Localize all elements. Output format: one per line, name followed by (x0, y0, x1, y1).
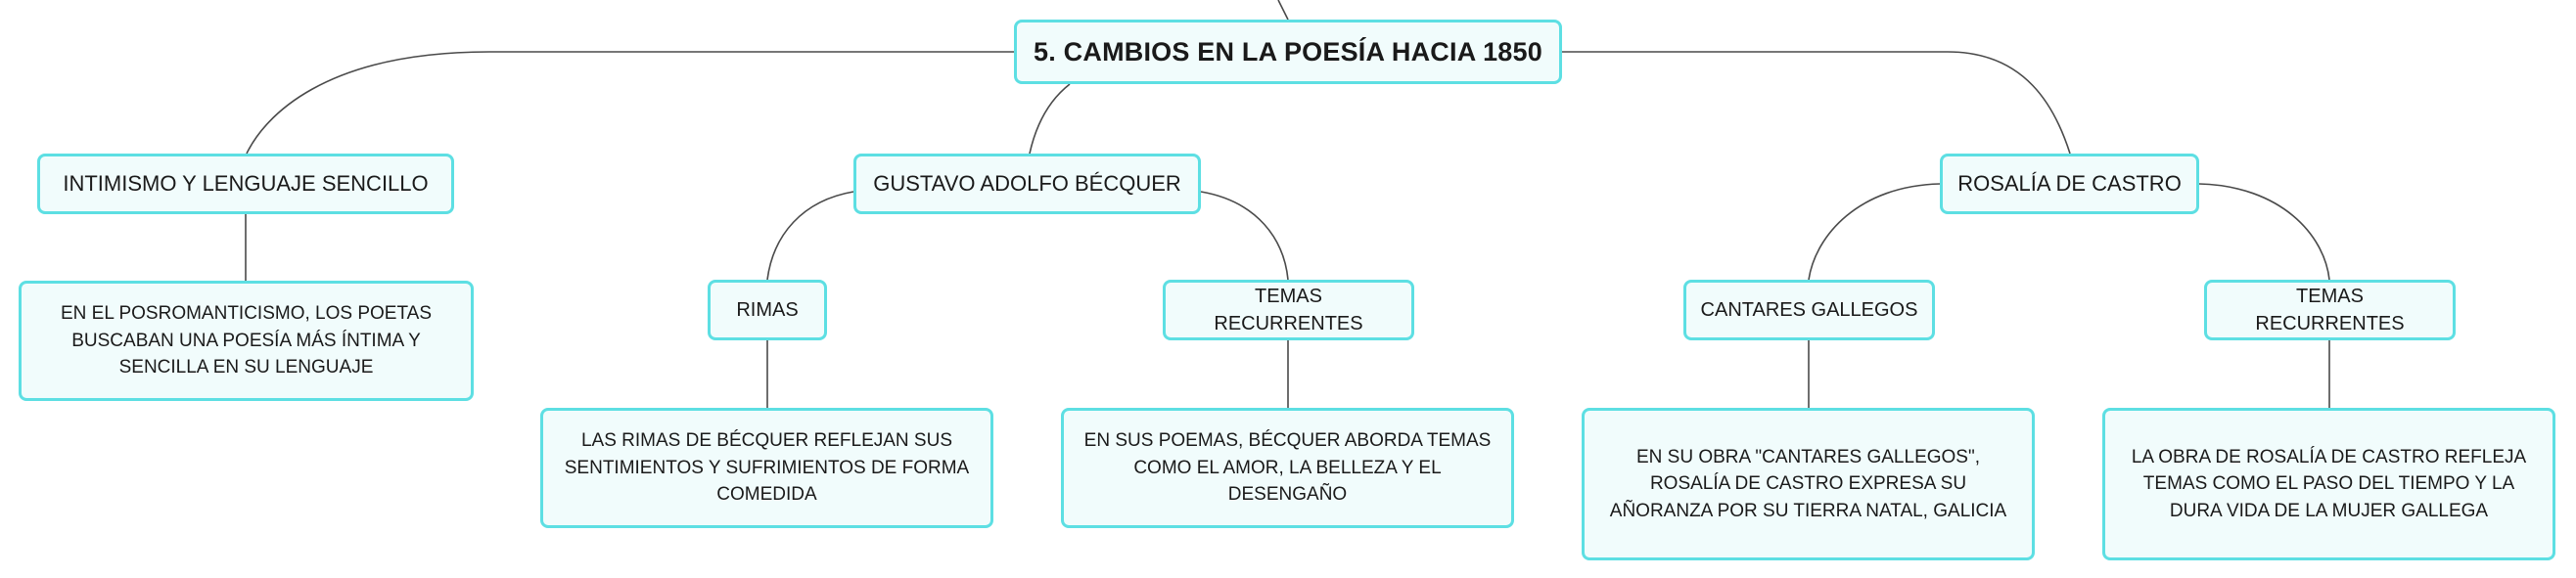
topic-becquer[interactable]: GUSTAVO ADOLFO BÉCQUER (853, 154, 1201, 214)
edge-rosalia-temas (2198, 183, 2330, 281)
edge-root-rosalia (1562, 51, 2071, 155)
leaf-becquer-temas-description[interactable]: EN SUS POEMAS, BÉCQUER ABORDA TEMAS COMO… (1061, 408, 1514, 528)
subtopic-rimas[interactable]: RIMAS (708, 280, 827, 340)
root-topic[interactable]: 5. CAMBIOS EN LA POESÍA HACIA 1850 (1014, 20, 1562, 84)
subtopic-rosalia-temas[interactable]: TEMAS RECURRENTES (2204, 280, 2456, 340)
leaf-rosalia-temas-description[interactable]: LA OBRA DE ROSALÍA DE CASTRO REFLEJA TEM… (2102, 408, 2555, 560)
leaf-cantares-description[interactable]: EN SU OBRA "CANTARES GALLEGOS", ROSALÍA … (1582, 408, 2035, 560)
edge-becquer-temas (1200, 191, 1289, 281)
edge-rosalia-cantares (1808, 183, 1941, 281)
edge-root-intimismo (246, 51, 1014, 155)
edge-becquer-rimas (766, 191, 854, 281)
edge-root-becquer (1029, 83, 1071, 155)
subtopic-cantares-gallegos[interactable]: CANTARES GALLEGOS (1683, 280, 1935, 340)
topic-rosalia[interactable]: ROSALÍA DE CASTRO (1940, 154, 2199, 214)
leaf-rimas-description[interactable]: LAS RIMAS DE BÉCQUER REFLEJAN SUS SENTIM… (540, 408, 993, 528)
leaf-intimismo-description[interactable]: EN EL POSROMANTICISMO, LOS POETAS BUSCAB… (19, 281, 474, 401)
topic-intimismo[interactable]: INTIMISMO Y LENGUAJE SENCILLO (37, 154, 454, 214)
subtopic-becquer-temas[interactable]: TEMAS RECURRENTES (1163, 280, 1414, 340)
edge-root-top (1277, 0, 1289, 21)
